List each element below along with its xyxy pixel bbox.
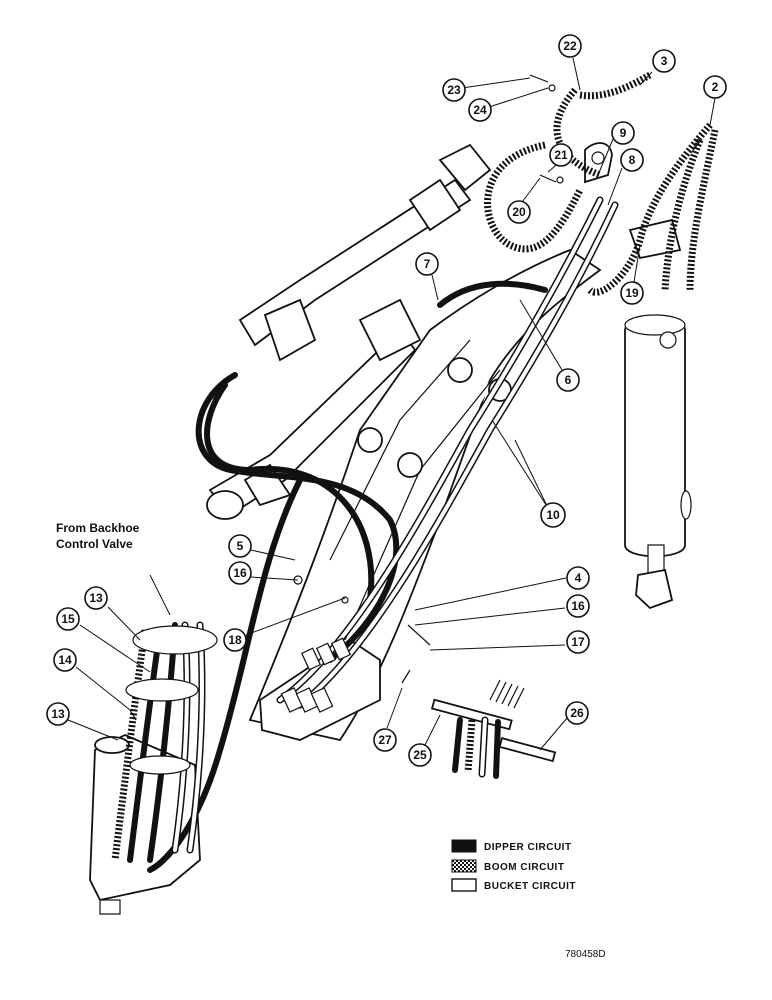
legend-swatch-bucket [451,878,477,892]
callout-13-lower: 13 [46,702,70,726]
svg-text:2: 2 [712,80,719,94]
callout-24: 24 [468,98,492,122]
svg-text:21: 21 [554,148,568,162]
legend-swatch-dipper [451,839,477,853]
svg-text:17: 17 [571,635,585,649]
callout-26: 26 [565,701,589,725]
svg-text:18: 18 [228,633,242,647]
svg-text:13: 13 [51,707,65,721]
svg-text:19: 19 [625,286,639,300]
callout-2: 2 [703,75,727,99]
boom-pivot-block [89,734,201,915]
callout-8: 8 [620,148,644,172]
hose-fittings-boom-foot [280,637,352,713]
svg-text:23: 23 [447,83,461,97]
svg-text:8: 8 [629,153,636,167]
callout-6: 6 [556,368,580,392]
callout-16-left: 16 [228,561,252,585]
svg-text:7: 7 [424,257,431,271]
callout-21: 21 [549,143,573,167]
svg-text:14: 14 [58,653,72,667]
svg-text:10: 10 [546,508,560,522]
svg-text:6: 6 [565,373,572,387]
legend-item-bucket: BUCKET CIRCUIT [451,878,576,892]
callout-22: 22 [558,34,582,58]
svg-text:DIPPER CIRCUIT: DIPPER CIRCUIT [484,842,572,853]
callout-9: 9 [611,121,635,145]
svg-text:16: 16 [233,566,247,580]
svg-text:25: 25 [413,748,427,762]
callout-10: 10 [540,502,566,528]
svg-text:26: 26 [570,706,584,720]
callout-4: 4 [566,566,590,590]
svg-text:24: 24 [473,103,487,117]
leader-lines [67,57,716,751]
bucket-cylinder [624,314,692,610]
circuit-legend: DIPPER CIRCUIT BOOM CIRCUIT BUCKET CIRCU… [451,839,576,892]
callout-17: 17 [566,630,590,654]
callout-27: 27 [373,728,397,752]
svg-text:20: 20 [512,205,526,219]
callout-7: 7 [415,252,439,276]
svg-text:BUCKET CIRCUIT: BUCKET CIRCUIT [484,881,576,892]
callout-20: 20 [507,200,531,224]
callout-15: 15 [56,607,80,631]
svg-text:BOOM CIRCUIT: BOOM CIRCUIT [484,862,564,873]
callout-19: 19 [620,281,644,305]
svg-text:Control Valve: Control Valve [56,537,133,551]
legend-item-boom: BOOM CIRCUIT [451,859,564,873]
callout-3: 3 [652,49,676,73]
source-note: From Backhoe Control Valve [56,521,140,551]
svg-text:From Backhoe: From Backhoe [56,521,140,535]
legend-item-dipper: DIPPER CIRCUIT [451,839,572,853]
boom-hoses [111,71,719,861]
boom-cylinder-upper [238,143,492,362]
callout-25: 25 [408,743,432,767]
svg-text:3: 3 [661,54,668,68]
callout-18: 18 [223,628,247,652]
svg-text:5: 5 [237,539,244,553]
callout-5: 5 [228,534,252,558]
svg-text:9: 9 [620,126,627,140]
svg-text:4: 4 [575,571,582,585]
svg-text:13: 13 [89,591,103,605]
callout-13-upper: 13 [84,586,108,610]
callout-16-right: 16 [566,594,590,618]
drawing-number: 780458D [565,949,606,960]
legend-swatch-boom [451,859,477,873]
svg-text:27: 27 [378,733,392,747]
hose-clamp-bands [125,625,218,775]
clamp-exploded-detail [430,679,557,779]
callout-23: 23 [442,78,466,102]
svg-text:22: 22 [563,39,577,53]
bucket-hoses [171,196,619,854]
svg-text:15: 15 [61,612,75,626]
svg-text:16: 16 [571,599,585,613]
callout-14: 14 [53,648,77,672]
